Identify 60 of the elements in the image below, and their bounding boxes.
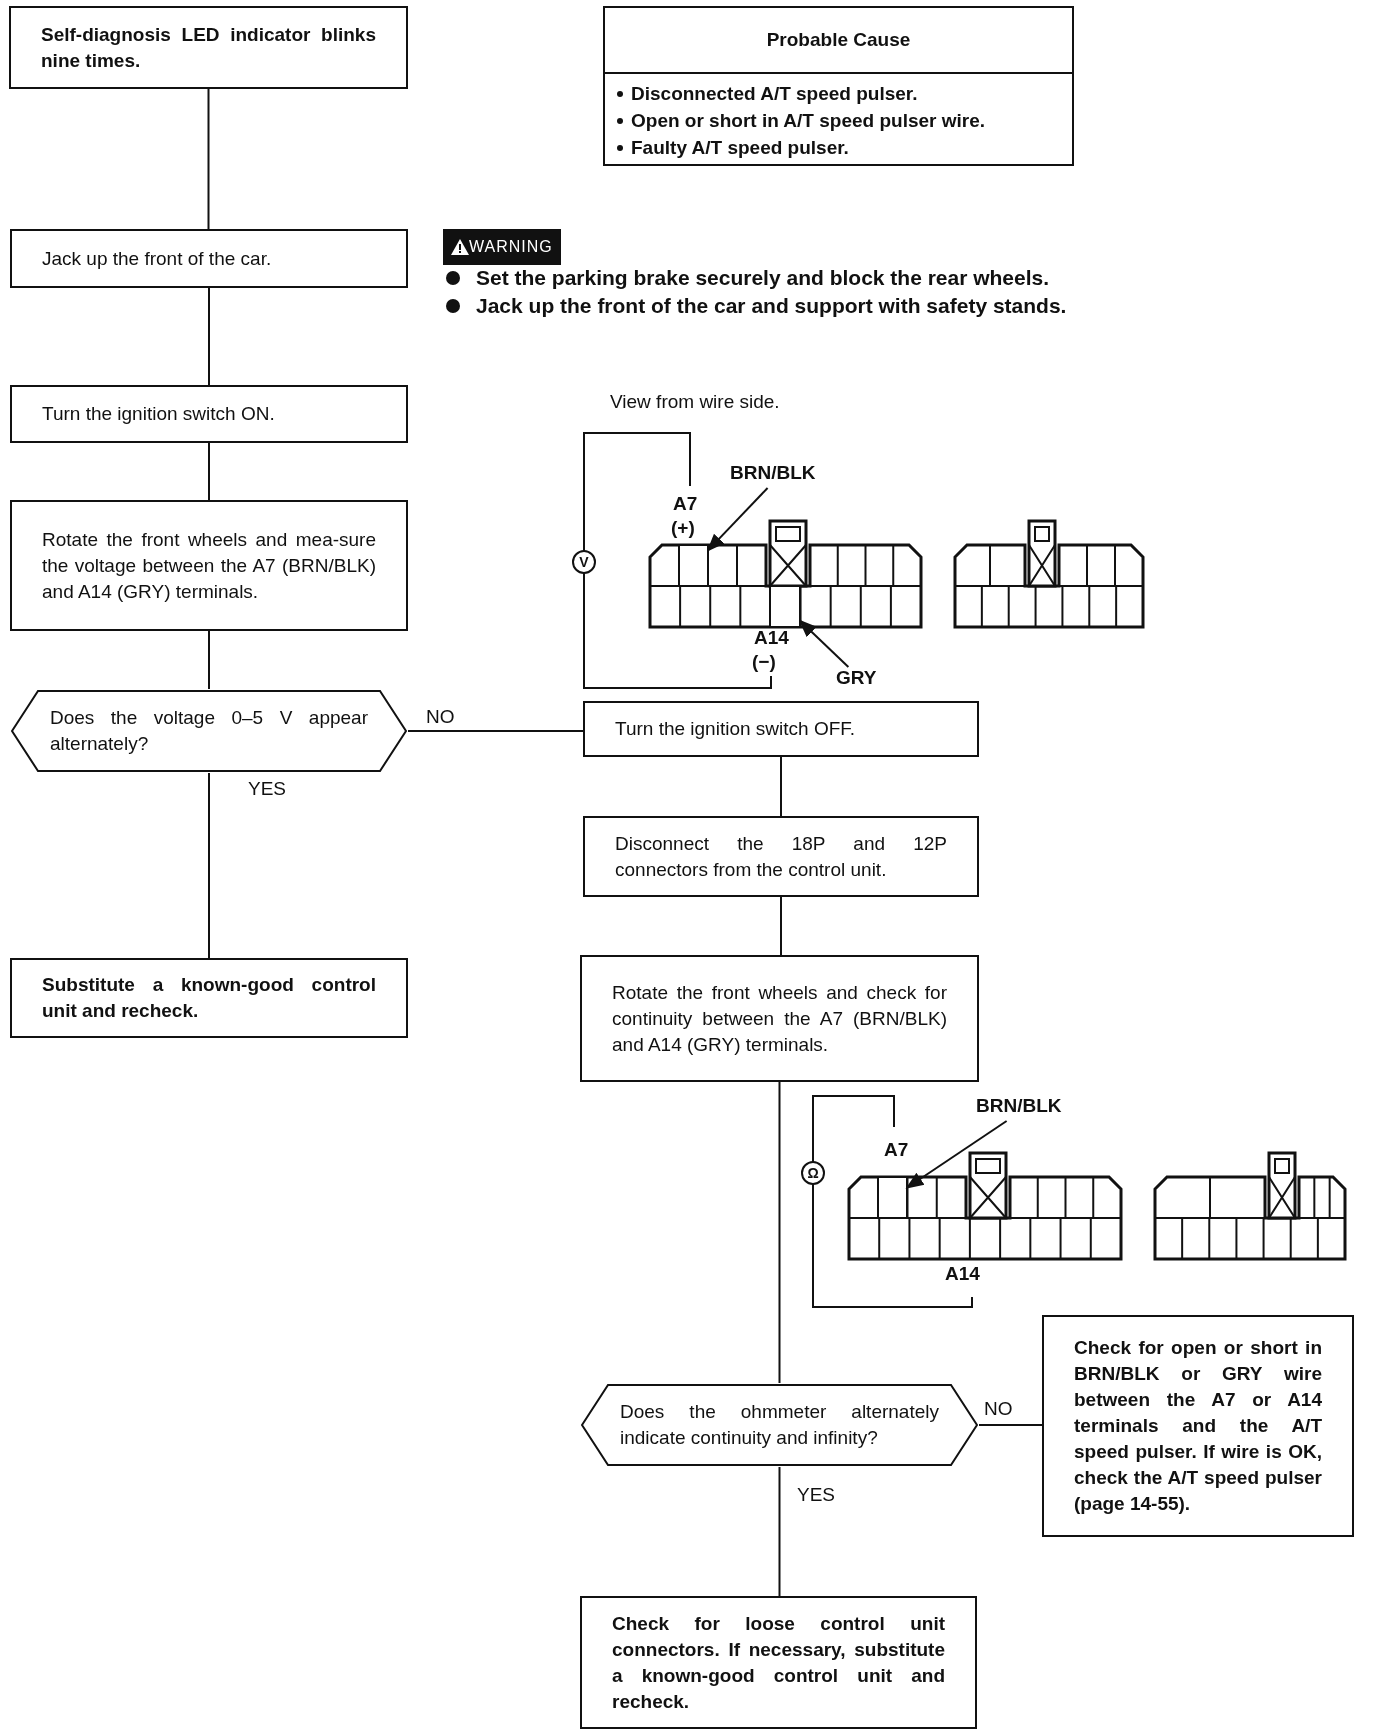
process-box bbox=[1042, 1315, 1354, 1537]
step-text: Jack up the front of the car. bbox=[42, 246, 273, 271]
meter-letter: Ω bbox=[806, 1164, 820, 1183]
step-text: Substitute a known-good control unit and recheck. bbox=[42, 973, 376, 1023]
cause-text: Faulty A/T speed pulser. bbox=[631, 136, 849, 159]
decision-shape bbox=[10, 689, 408, 773]
connector-line bbox=[207, 88, 210, 230]
process-box bbox=[10, 958, 408, 1038]
terminal-label: (−) bbox=[752, 650, 776, 674]
terminal-cavity bbox=[769, 585, 801, 628]
cause-text: Disconnected A/T speed pulser. bbox=[631, 82, 918, 105]
leader-line bbox=[798, 619, 850, 668]
step-text: Self-diagnosis LED indicator blinks nine times. bbox=[41, 22, 376, 73]
process-box bbox=[583, 701, 979, 757]
connector-line bbox=[778, 1466, 781, 1597]
terminal-cavity bbox=[877, 1176, 908, 1219]
wire-color-text: GRY bbox=[836, 667, 878, 689]
process-box bbox=[10, 500, 408, 631]
connector-line bbox=[778, 1081, 781, 1384]
step-text: Disconnect the 18P and 12P connectors from the control unit. bbox=[615, 831, 947, 882]
process-box bbox=[10, 229, 408, 288]
process-box bbox=[583, 816, 979, 897]
wire-color-text: BRN/BLK bbox=[730, 462, 817, 484]
connector-line bbox=[407, 730, 584, 732]
connector-line bbox=[978, 1424, 1043, 1426]
step-text: Does the ohmmeter alternately indicate continuity and infinity? bbox=[620, 1400, 939, 1450]
process-box bbox=[9, 6, 408, 89]
step-text: Check for loose control unit connectors. If necessary, substitute a known-good control unit and recheck. bbox=[612, 1611, 945, 1714]
step-text: Rotate the front wheels and check for continuity between the A7 (BRN/BLK) and A14 (GRY) terminals. bbox=[612, 980, 947, 1057]
process-box bbox=[10, 385, 408, 443]
connector-line bbox=[208, 442, 210, 501]
connector-line bbox=[208, 630, 210, 690]
process-box bbox=[580, 955, 979, 1082]
terminal-label: (+) bbox=[671, 516, 695, 540]
terminal-label: A7 bbox=[673, 492, 698, 516]
step-text: Turn the ignition switch OFF. bbox=[615, 717, 857, 741]
connector-line bbox=[780, 896, 782, 956]
leader-line bbox=[905, 1120, 1008, 1189]
connector-line bbox=[208, 287, 210, 386]
view-note: View from wire side. bbox=[610, 390, 780, 414]
meter-letter: V bbox=[578, 553, 590, 572]
connector-line bbox=[780, 756, 782, 817]
terminal-label: A14 bbox=[945, 1262, 980, 1286]
warning-label: WARNING bbox=[469, 238, 553, 256]
connector-line bbox=[208, 772, 210, 959]
leader-line bbox=[706, 487, 769, 552]
terminal-label: A14 bbox=[754, 626, 789, 650]
terminal-label: A7 bbox=[884, 1138, 909, 1162]
table-header: Probable Cause bbox=[605, 8, 1072, 74]
cause-box bbox=[603, 6, 1074, 166]
step-text: Does the voltage 0–5 V appear alternately? bbox=[50, 706, 368, 756]
step-text: Turn the ignition switch ON. bbox=[42, 402, 276, 426]
process-box bbox=[580, 1596, 977, 1729]
decision-shape bbox=[580, 1383, 979, 1467]
step-text: Check for open or short in BRN/BLK or GRY wire between the A7 or A14 terminals and the A/T speed pulser. If wire is OK, check the A/T speed pulser (page 14-55). bbox=[1074, 1336, 1322, 1516]
warning-text: Set the parking brake securely and block the rear wheels. bbox=[476, 266, 1050, 290]
warning-text: Jack up the front of the car and support with safety stands. bbox=[476, 294, 1067, 318]
cause-text: Open or short in A/T speed pulser wire. bbox=[631, 109, 986, 132]
wire-color-text: BRN/BLK bbox=[976, 1095, 1063, 1117]
step-text: Rotate the front wheels and mea-sure the voltage between the A7 (BRN/BLK) and A14 (GRY) terminals. bbox=[42, 527, 376, 604]
